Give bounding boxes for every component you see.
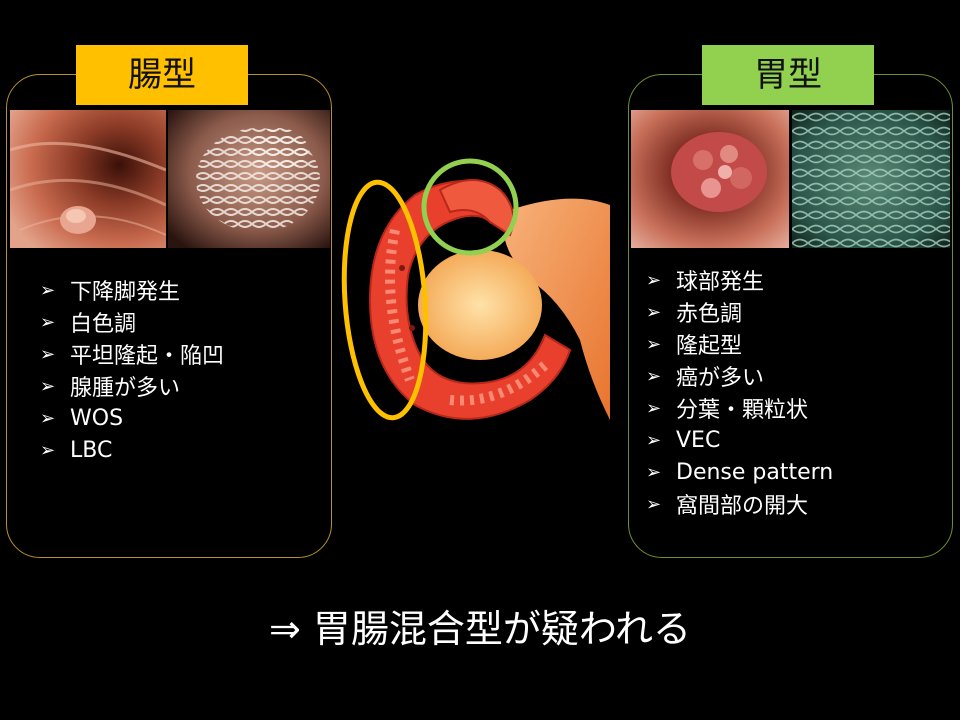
- arrowhead-bullet-icon: ➢: [40, 311, 56, 333]
- arrowhead-bullet-icon: ➢: [646, 397, 662, 419]
- list-item-text: 下降脚発生: [70, 280, 181, 305]
- arrowhead-bullet-icon: ➢: [646, 333, 662, 355]
- list-item-text: 白色調: [70, 312, 137, 337]
- arrowhead-bullet-icon: ➢: [646, 301, 662, 323]
- conclusion-text: ⇒ 胃腸混合型が疑われる: [268, 607, 692, 651]
- list-item-text: 分葉・顆粒状: [676, 398, 809, 423]
- arrowhead-bullet-icon: ➢: [646, 461, 662, 483]
- list-item: ➢ 分葉・顆粒状: [646, 392, 833, 424]
- list-item: ➢ WOS: [40, 402, 224, 434]
- list-item-text: 窩間部の開大: [676, 494, 809, 519]
- list-item: ➢ 下降脚発生: [40, 274, 224, 306]
- endoscopy-photo-nbi-right: [792, 110, 950, 248]
- arrowhead-bullet-icon: ➢: [646, 269, 662, 291]
- duodenum-illustration: [340, 150, 610, 440]
- list-item-text: 癌が多い: [676, 366, 765, 391]
- list-item: ➢ 窩間部の開大: [646, 488, 833, 520]
- arrowhead-bullet-icon: ➢: [40, 439, 56, 461]
- gastric-type-bullet-list: ➢ 球部発生 ➢ 赤色調 ➢ 隆起型 ➢ 癌が多い ➢ 分葉・顆粒状 ➢ VEC ➢ Dens…: [646, 264, 833, 520]
- list-item-text: LBC: [70, 437, 113, 463]
- list-item: ➢ 赤色調: [646, 296, 833, 328]
- arrowhead-bullet-icon: ➢: [40, 279, 56, 301]
- endoscopy-photo-white-light-left: [10, 110, 166, 248]
- endoscopy-photo-white-light-right: [631, 110, 789, 248]
- arrowhead-bullet-icon: ➢: [40, 407, 56, 429]
- list-item-text: 球部発生: [676, 270, 765, 295]
- arrowhead-bullet-icon: ➢: [646, 365, 662, 387]
- list-item: ➢ 白色調: [40, 306, 224, 338]
- list-item-text: 腺腫が多い: [70, 376, 181, 401]
- list-item-text: 平坦隆起・陥凹: [70, 344, 225, 369]
- list-item-text: Dense pattern: [676, 459, 834, 485]
- list-item: ➢ Dense pattern: [646, 456, 833, 488]
- list-item: ➢ VEC: [646, 424, 833, 456]
- list-item-text: WOS: [70, 405, 124, 431]
- list-item: ➢ 癌が多い: [646, 360, 833, 392]
- list-item: ➢ 隆起型: [646, 328, 833, 360]
- arrowhead-bullet-icon: ➢: [40, 375, 56, 397]
- endoscopy-photo-nbi-left: [168, 110, 330, 248]
- arrowhead-bullet-icon: ➢: [646, 493, 662, 515]
- list-item-text: VEC: [676, 427, 721, 453]
- list-item: ➢ 球部発生: [646, 264, 833, 296]
- arrowhead-bullet-icon: ➢: [40, 343, 56, 365]
- intestinal-type-bullet-list: ➢ 下降脚発生 ➢ 白色調 ➢ 平坦隆起・陥凹 ➢ 腺腫が多い ➢ WOS ➢ LBC: [40, 274, 224, 466]
- arrowhead-bullet-icon: ➢: [646, 429, 662, 451]
- intestinal-type-title: 腸型: [76, 45, 248, 105]
- list-item-text: 隆起型: [676, 334, 743, 359]
- list-item-text: 赤色調: [676, 302, 743, 327]
- list-item: ➢ 腺腫が多い: [40, 370, 224, 402]
- gastric-type-title: 胃型: [702, 45, 874, 105]
- list-item: ➢ 平坦隆起・陥凹: [40, 338, 224, 370]
- list-item: ➢ LBC: [40, 434, 224, 466]
